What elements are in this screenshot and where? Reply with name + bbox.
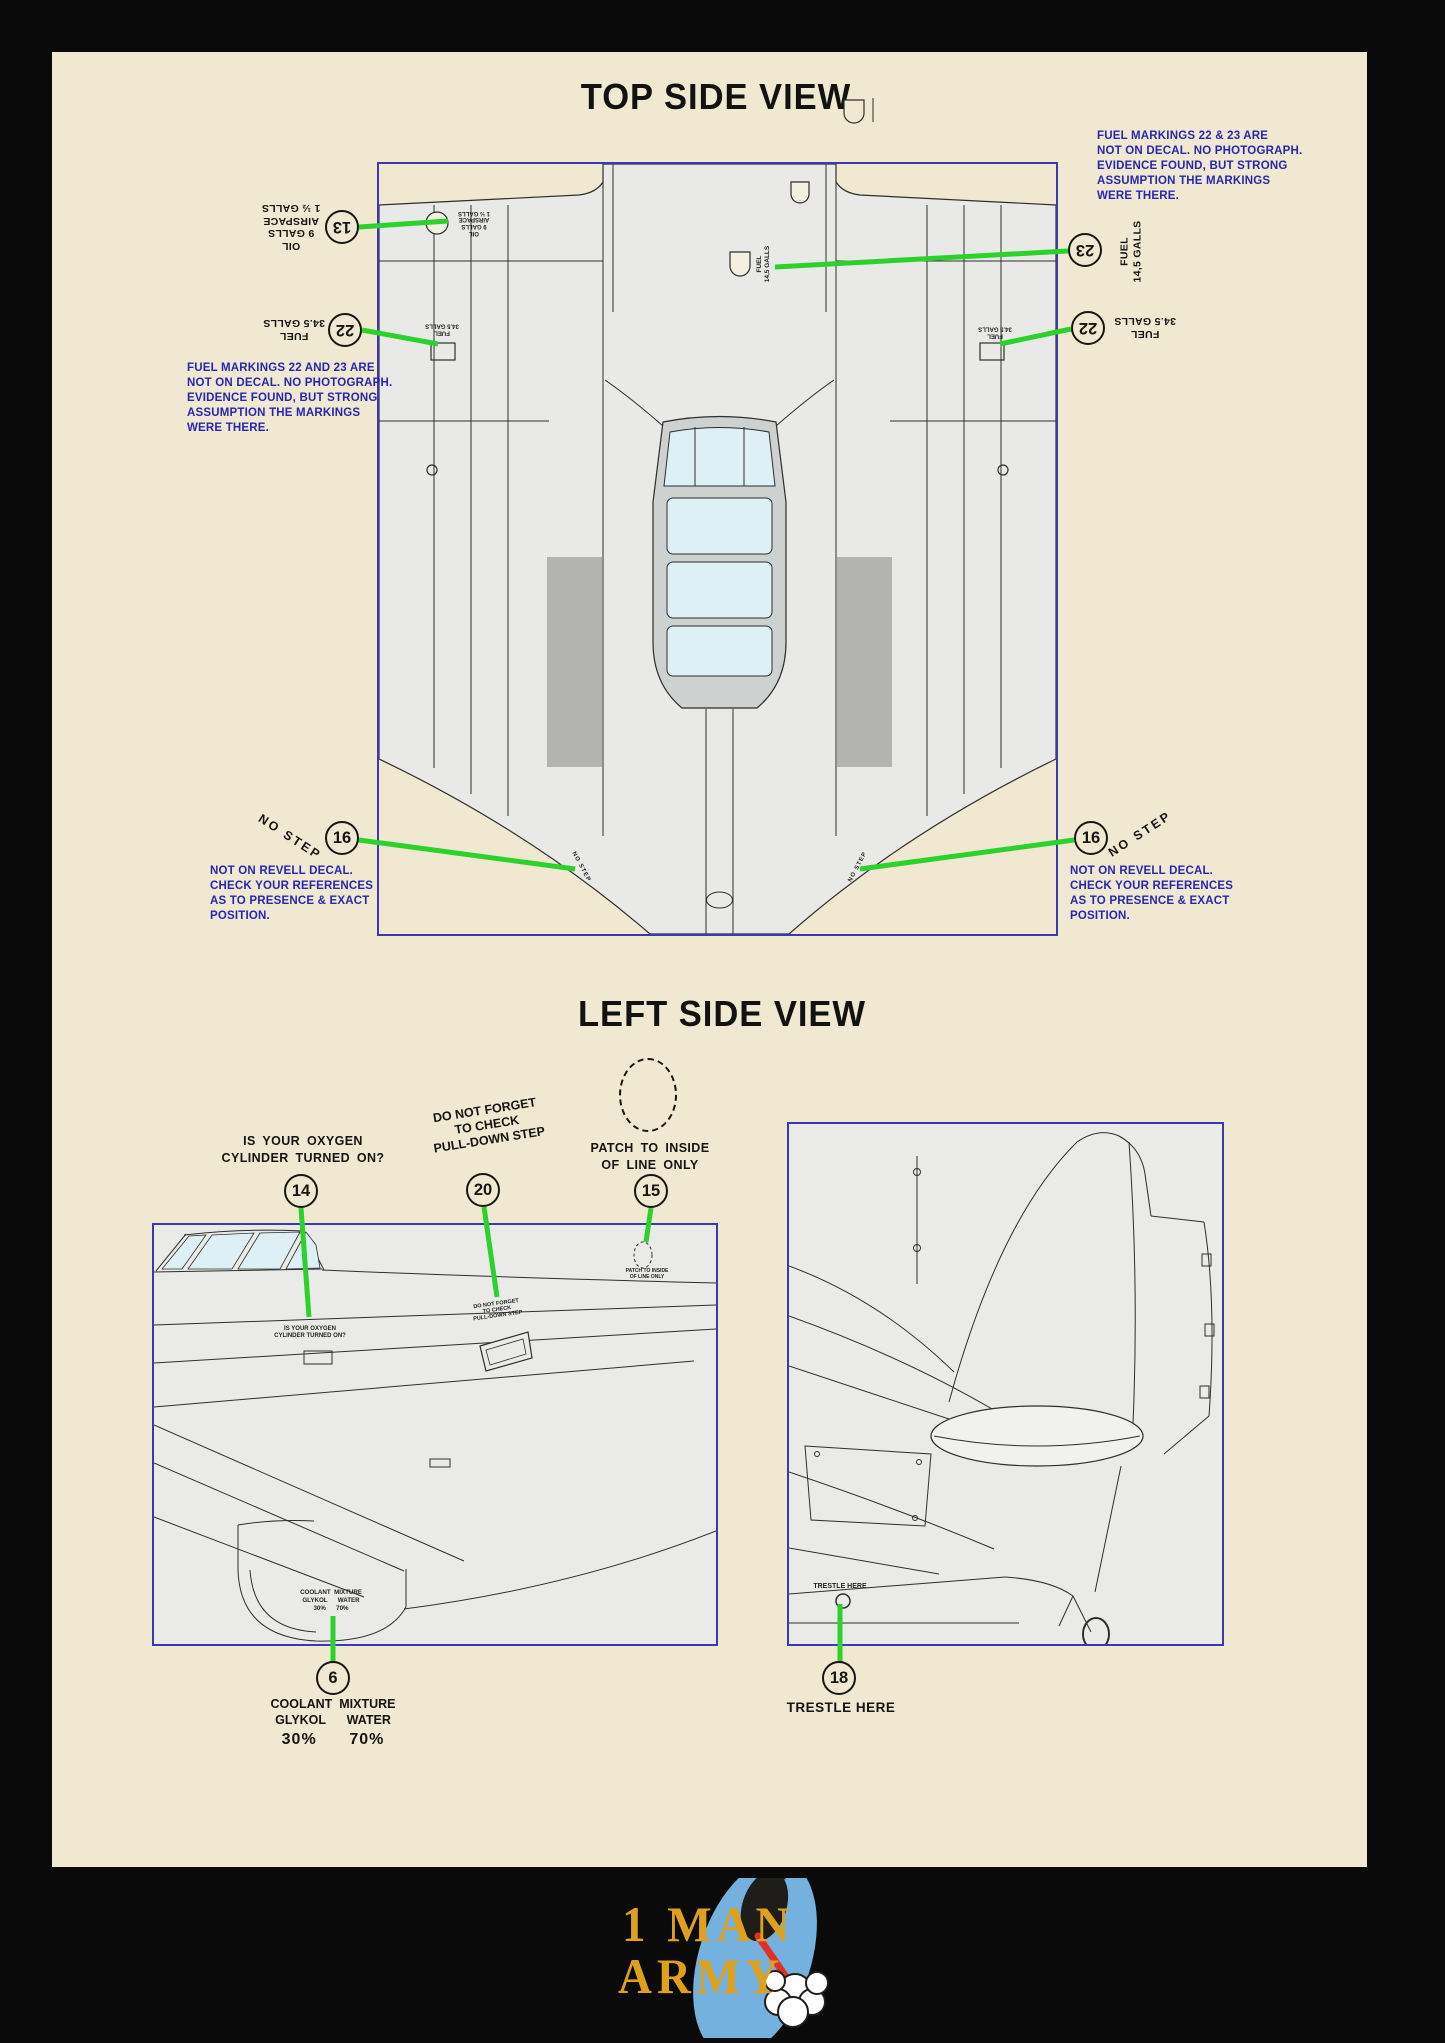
logo-smoke-cloud (764, 1970, 829, 2028)
callout-15-badge: 15 (634, 1174, 668, 1208)
walkway-left (547, 557, 602, 767)
left-view-diagram (152, 1223, 718, 1646)
stencil-oil-airspace: OIL 9 GALLS AIRSPACE 1 ½ GALLS (458, 209, 491, 237)
brand-logo: 1 MAN ARMY (590, 1859, 860, 2043)
canopy-glazing (663, 427, 776, 677)
callout-23-badge: 23 (1068, 233, 1102, 267)
label-fuel-34-right: FUEL 34.5 GALLS (1114, 315, 1176, 341)
tail-lines (789, 1132, 1215, 1633)
wing-fuel-cap-right (979, 342, 1005, 361)
tailplane (930, 1405, 1144, 1467)
stencil-wing-fuel-right: FUEL 34.5 GALLS (978, 325, 1012, 339)
walkway-right (837, 557, 892, 767)
top-view-diagram (377, 162, 1058, 936)
note-fuel-left: FUEL MARKINGS 22 AND 23 ARE NOT ON DECAL… (187, 362, 393, 434)
pull-down-step-panel (479, 1331, 533, 1372)
label-trestle-here: TRESTLE HERE (786, 1700, 896, 1715)
upper-fuel-cap (790, 181, 810, 204)
patch-outline-ellipse (619, 1058, 677, 1132)
label-coolant-mixture: COOLANT MIXTURE GLYKOL WATER (270, 1697, 396, 1727)
callout-6-badge: 6 (316, 1661, 350, 1695)
stencil-trestle-here: TRESTLE HERE (813, 1583, 867, 1590)
filler-caps (425, 181, 1009, 476)
label-fuel-14: FUEL 14,5 GALLS (1118, 220, 1144, 283)
logo-artwork (693, 1859, 829, 2043)
callout-20-badge: 20 (466, 1173, 500, 1207)
note-no-step-left: NOT ON REVELL DECAL. CHECK YOUR REFERENC… (210, 865, 374, 922)
callout-14-badge: 14 (284, 1174, 318, 1208)
tail-view-diagram (787, 1122, 1224, 1646)
callout-16-left-badge: 16 (325, 821, 359, 855)
tail-wheel (1082, 1617, 1110, 1644)
windscreen-dividers (694, 427, 745, 486)
label-oxygen-question: IS YOUR OXYGEN CYLINDER TURNED ON? (221, 1134, 385, 1165)
logo-bomb-icon (740, 1871, 789, 1942)
label-coolant-percentages: 30% 70% (281, 1731, 385, 1748)
fuselage-side-lines (154, 1229, 716, 1642)
stencil-coolant-values: 30% 70% (313, 1605, 349, 1612)
label-patch-inside: PATCH TO INSIDE OF LINE ONLY (590, 1141, 710, 1172)
stencil-patch: PATCH TO INSIDE OF LINE ONLY (625, 1268, 669, 1280)
center-fuel-cap (729, 251, 751, 277)
nose-cap-detail (843, 98, 874, 124)
label-oil-airspace: OIL 9 GALLS AIRSPACE 1 ½ GALLS (261, 202, 321, 253)
logo-text-line1: 1 MAN (622, 1897, 795, 1953)
left-view-title: LEFT SIDE VIEW (577, 993, 866, 1034)
callout-16-right-badge: 16 (1074, 821, 1108, 855)
note-no-step-right: NOT ON REVELL DECAL. CHECK YOUR REFERENC… (1070, 865, 1234, 922)
left-view-drawing (154, 1225, 716, 1644)
tail-view-drawing (789, 1124, 1222, 1644)
stencil-oxygen: IS YOUR OXYGEN CYLINDER TURNED ON? (274, 1326, 346, 1339)
callout-18-badge: 18 (822, 1661, 856, 1695)
label-fuel-34-left: FUEL 34.5 GALLS (263, 317, 325, 343)
logo-text-line2: ARMY (618, 1949, 785, 2005)
trestle-point-marker (835, 1593, 851, 1609)
stencil-coolant: COOLANT MIXTURE GLYKOL WATER (300, 1589, 362, 1604)
top-view-title: TOP SIDE VIEW (580, 76, 852, 117)
top-view-drawing (379, 164, 1056, 934)
wing-fuel-cap-left (430, 342, 456, 361)
note-fuel-right: FUEL MARKINGS 22 & 23 ARE NOT ON DECAL. … (1097, 130, 1303, 202)
stencil-wing-fuel-left: FUEL 34.5 GALLS (425, 322, 459, 336)
stencil-center-fuel: FUEL 14,5 GALLS (756, 245, 771, 283)
